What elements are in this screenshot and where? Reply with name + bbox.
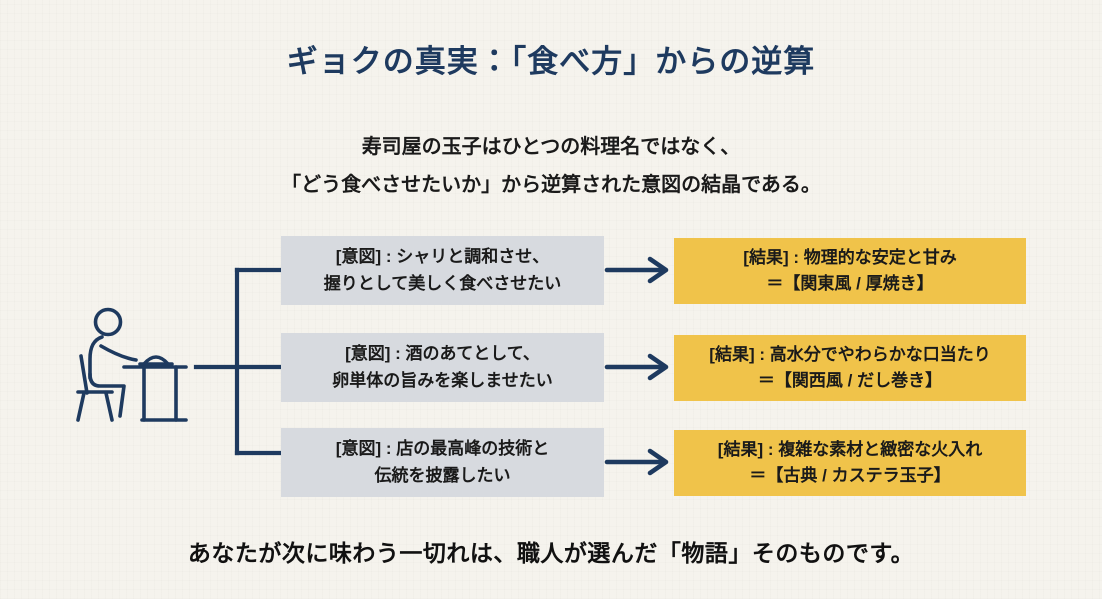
intent-box-1-line-1: [意図] : シャリと調和させ、: [335, 247, 550, 267]
intent-box-3-line-1: [意図] : 店の最高峰の技術と: [335, 439, 550, 459]
result-box-2-line-2: ＝【関西風 / だし巻き】: [757, 371, 943, 390]
result-box-1-line-1: [結果] : 物理的な安定と甘み: [743, 247, 957, 267]
result-box-1: [結果] : 物理的な安定と甘み ＝【関東風 / 厚焼き】: [674, 238, 1026, 304]
intent-box-3: [意図] : 店の最高峰の技術と 伝統を披露したい: [281, 428, 604, 497]
intro-line-2: 「どう食べさせたいか」から逆算された意図の結晶である。: [281, 174, 821, 196]
page-title: ギョクの真実：「食べ方」からの逆算: [286, 44, 816, 79]
result-box-3-line-2: ＝【古典 / カステラ玉子】: [749, 466, 951, 485]
intent-box-1: [意図] : シャリと調和させ、 握りとして美しく食べさせたい: [281, 236, 604, 305]
intent-box-3-line-2: 伝統を披露したい: [374, 465, 511, 485]
intent-box-1-line-2: 握りとして美しく食べさせたい: [323, 273, 562, 293]
intro-text: 寿司屋の玉子はひとつの料理名ではなく、 「どう食べさせたいか」から逆算された意図…: [0, 128, 1102, 204]
person-dining-at-table-icon: [76, 307, 188, 422]
intent-box-2-line-2: 卵単体の旨みを楽しませたい: [332, 370, 553, 390]
intent-box-2-line-1: [意図] : 酒のあてとして、: [345, 344, 540, 364]
result-box-2: [結果] : 高水分でやわらかな口当たり ＝【関西風 / だし巻き】: [674, 335, 1026, 401]
result-box-3-line-1: [結果] : 複雑な素材と緻密な火入れ: [717, 439, 983, 459]
result-box-2-line-1: [結果] : 高水分でやわらかな口当たり: [709, 344, 991, 364]
intent-to-result-arrows: [604, 256, 669, 476]
conclusion-text: あなたが次に味わう一切れは、職人が選んだ「物語」そのものです。: [187, 541, 915, 566]
branch-connector-lines: [193, 267, 284, 456]
result-box-3: [結果] : 複雑な素材と緻密な火入れ ＝【古典 / カステラ玉子】: [674, 430, 1026, 496]
intro-line-1: 寿司屋の玉子はひとつの料理名ではなく、: [361, 136, 741, 158]
result-box-1-line-2: ＝【関東風 / 厚焼き】: [766, 274, 934, 293]
intent-box-2: [意図] : 酒のあてとして、 卵単体の旨みを楽しませたい: [281, 333, 604, 402]
